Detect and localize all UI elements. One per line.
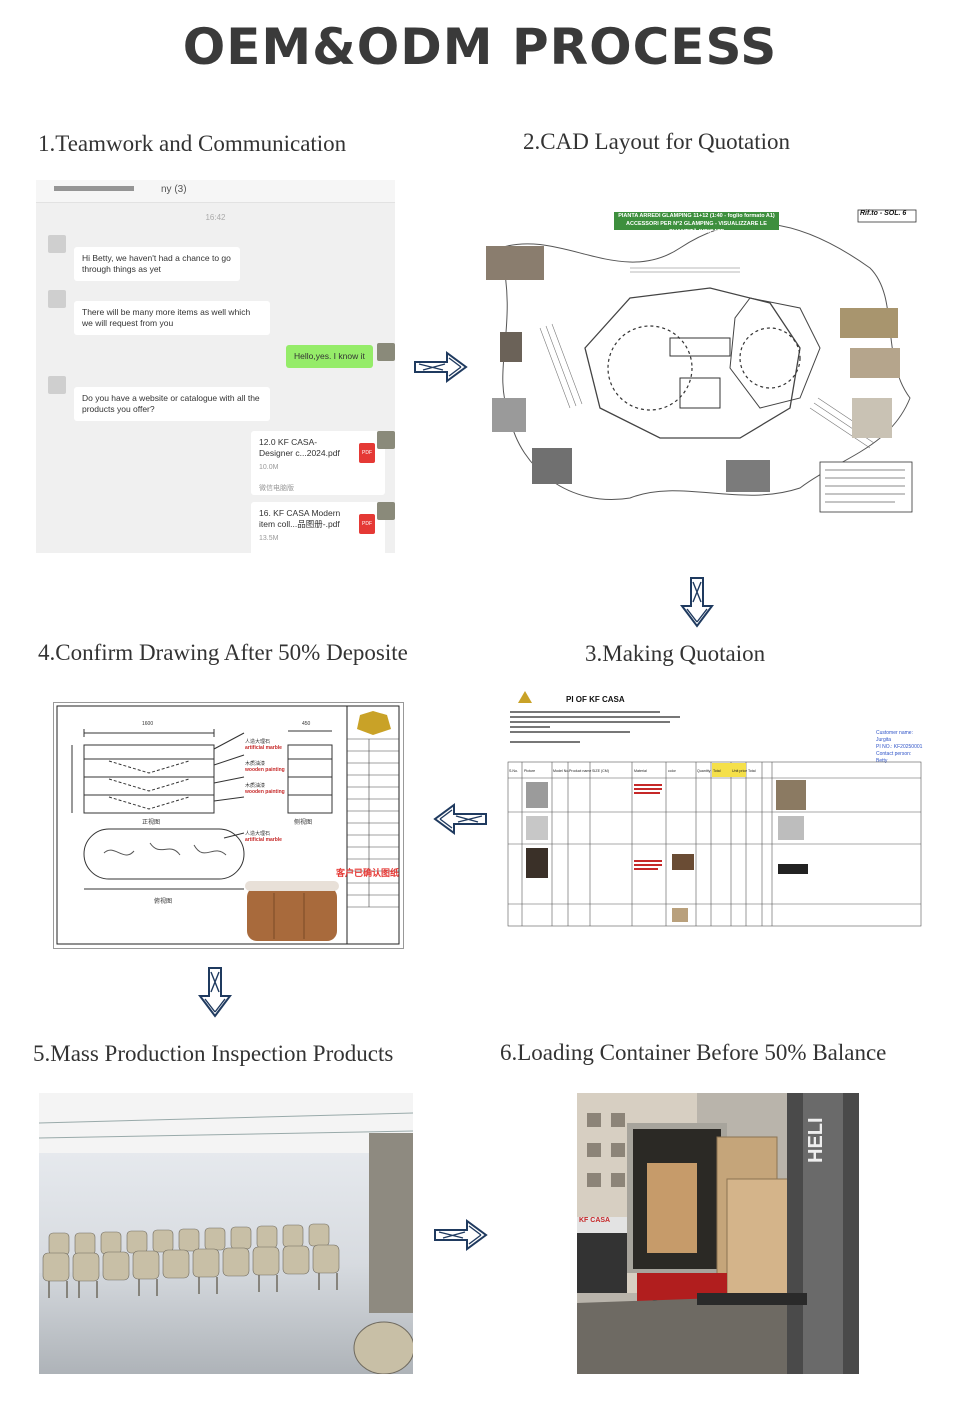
top-view-label: 俯视图 (154, 899, 173, 905)
chat-header: ny (3) (36, 180, 395, 203)
material-cn: 人造大理石 (245, 739, 271, 745)
table-header-cell: Total (713, 769, 721, 773)
arrow-left-icon (433, 803, 487, 835)
material-en: wooden painting (245, 767, 285, 773)
table-header-cell: Total (748, 769, 756, 773)
customer-name: Customer name: Jurgita (876, 730, 913, 743)
chat-time: 16:42 (205, 213, 226, 222)
table-header-cell: Quantity (697, 769, 711, 773)
material-cn: 人造大理石 (245, 831, 271, 837)
step-5-label: 5.Mass Production Inspection Products (33, 1041, 394, 1066)
avatar (377, 502, 395, 520)
table-header-cell: Product name (569, 769, 591, 773)
table-header-cell: Unit price (732, 769, 747, 773)
production-photo (39, 1093, 413, 1374)
customer-info: Customer name: Jurgita PI NO.: KF2025000… (876, 730, 923, 765)
cad-banner-title: PIANTA ARREDI GLAMPING 11+12 (1:40 - fog… (618, 213, 775, 219)
chat-group-name: ny (3) (161, 184, 187, 195)
material-note: 人造大理石 artificial marble (245, 739, 282, 751)
kf-casa-logo-icon (518, 690, 532, 703)
material-en: artificial marble (245, 837, 282, 843)
avatar (48, 290, 66, 308)
cad-banner-subtitle: ACCESSORI PER N°2 GLAMPING - VISUALIZZAR… (626, 221, 767, 235)
file-source: 微信电脑版 (259, 485, 294, 492)
page-title: OEM&ODM PROCESS (182, 18, 778, 76)
material-note: 木质油漆 wooden painting (245, 783, 285, 795)
front-view-label: 正视图 (142, 820, 161, 826)
side-view-label: 侧视图 (294, 820, 313, 826)
file-size: 10.0M (259, 464, 279, 471)
table-header-cell: Material (634, 769, 647, 773)
material-en: wooden painting (245, 789, 285, 795)
contact-person: Contact person: Betty (876, 751, 912, 764)
chat-message-self: Hello,yes. I know it (286, 345, 373, 368)
file-size: 13.5M (259, 535, 279, 542)
chat-message: Hi Betty, we haven't had a chance to go … (74, 247, 240, 281)
depth-dimension: 450 (302, 721, 311, 727)
material-note: 人造大理石 artificial marble (245, 831, 282, 843)
avatar (48, 376, 66, 394)
technical-drawing: 正视图 侧视图 俯视图 1600 450 人造大理石 artificial ma… (53, 702, 404, 949)
material-cn: 木质油漆 (245, 761, 266, 767)
material-note: 木质油漆 wooden painting (245, 761, 285, 773)
chat-message: There will be many more items as well wh… (74, 301, 270, 335)
step-4-label: 4.Confirm Drawing After 50% Deposite (38, 640, 408, 665)
quotation-title: PI OF KF CASA (566, 695, 625, 704)
quotation-sheet: PI OF KF CASA Customer name: Jurgita PI … (506, 688, 923, 928)
arrow-down-icon (198, 967, 232, 1018)
avatar (48, 235, 66, 253)
file-name: 16. KF CASA Modern item coll...品图册-.pdf (259, 508, 341, 529)
blurred-name (54, 186, 134, 191)
chat-screenshot: ny (3) 16:42 Hi Betty, we haven't had a … (36, 180, 395, 553)
pdf-icon: PDF (359, 443, 375, 463)
material-en: artificial marble (245, 745, 282, 751)
table-header-cell: color (668, 769, 677, 773)
drawing-canvas (56, 705, 400, 945)
file-attachment[interactable]: 16. KF CASA Modern item coll...品图册-.pdf … (251, 502, 385, 553)
step-3-label: 3.Making Quotaion (585, 641, 766, 666)
table-header-cell: S.No. (509, 769, 518, 773)
file-attachment[interactable]: 12.0 KF CASA-Designer c...2024.pdf 10.0M… (251, 431, 385, 495)
file-name: 12.0 KF CASA-Designer c...2024.pdf (259, 437, 340, 458)
cad-floorplan (480, 208, 920, 518)
pdf-icon: PDF (359, 514, 375, 534)
warehouse-chairs-image (39, 1093, 413, 1374)
arrow-right-icon (434, 1219, 488, 1251)
chat-message: Do you have a website or catalogue with … (74, 387, 270, 421)
loading-container-photo: HELI KF CASA (577, 1093, 859, 1374)
table-header-cell: Picture (524, 769, 535, 773)
kf-casa-sign: KF CASA (579, 1217, 611, 1224)
forklift-brand: HELI (805, 1117, 827, 1163)
avatar (377, 431, 395, 449)
table-header-cell: Model No. (553, 769, 569, 773)
cad-layout-image: PIANTA ARREDI GLAMPING 11+12 (1:40 - fog… (480, 208, 920, 518)
cad-banner: PIANTA ARREDI GLAMPING 11+12 (1:40 - fog… (614, 212, 779, 236)
avatar (377, 343, 395, 361)
step-1-label: 1.Teamwork and Communication (38, 131, 347, 156)
step-6-label: 6.Loading Container Before 50% Balance (500, 1040, 887, 1065)
width-dimension: 1600 (142, 721, 154, 727)
pi-number: PI NO.: KF20250001 (876, 744, 923, 750)
arrow-right-icon (414, 351, 468, 383)
container-loading-image (577, 1093, 859, 1374)
customer-confirmed-stamp: 客户已确认图纸 (336, 868, 400, 878)
material-cn: 木质油漆 (245, 783, 266, 789)
company-info-lines (510, 708, 690, 743)
table-header-cell: SIZE (CM) (592, 769, 609, 773)
step-2-label: 2.CAD Layout for Quotation (523, 129, 791, 154)
arrow-down-icon (680, 577, 714, 628)
cad-reference: Rif.to - SOL. 6 (860, 210, 907, 217)
